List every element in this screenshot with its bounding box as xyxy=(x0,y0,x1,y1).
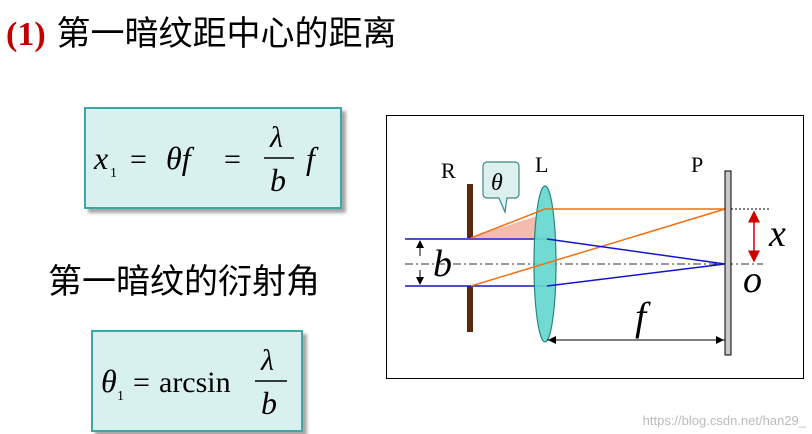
formula2-b: b xyxy=(261,385,277,421)
formula1-theta-f: θf xyxy=(166,140,195,176)
formula1-lambda: λ xyxy=(269,121,283,154)
formula1-x: x xyxy=(93,140,108,176)
watermark: https://blog.csdn.net/han29_ xyxy=(642,413,806,428)
formula2-theta: θ xyxy=(101,363,117,399)
label-L: L xyxy=(535,152,548,177)
formula1-b: b xyxy=(270,162,286,198)
formula1-eq2: = xyxy=(224,143,241,176)
formula2-lambda: λ xyxy=(260,344,274,377)
screen xyxy=(724,170,732,356)
diffracted-ray-lower xyxy=(470,208,726,287)
diffracted-ray-upper xyxy=(470,208,546,239)
title-text: 第一暗纹距中心的距离 xyxy=(56,14,397,54)
label-R: R xyxy=(441,158,456,183)
label-theta: θ xyxy=(491,170,503,196)
formula1-eq1: = xyxy=(130,143,147,176)
converging-ray-bottom xyxy=(546,263,726,287)
label-P: P xyxy=(691,152,703,177)
formula-distance-box: x 1 = θf = λ b f xyxy=(84,107,342,209)
formula1-f: f xyxy=(306,140,319,176)
diffraction-diagram: θ R L P b x o f xyxy=(386,115,804,379)
formula2-sub: 1 xyxy=(117,389,124,404)
formula2-arcsin: arcsin xyxy=(159,366,231,399)
label-o: o xyxy=(743,259,762,301)
converging-ray-top xyxy=(546,238,726,265)
label-f: f xyxy=(635,294,651,339)
slit-plate-top xyxy=(467,184,473,238)
page-title: (1) 第一暗纹距中心的距离 xyxy=(6,14,396,55)
formula1-sub: 1 xyxy=(110,166,117,181)
theta-callout xyxy=(482,161,520,215)
label-b: b xyxy=(433,243,452,285)
formula2-eq: = xyxy=(133,366,150,399)
slit-plate-bottom xyxy=(467,286,473,332)
diffraction-angle-label: 第一暗纹的衍射角 xyxy=(48,262,320,302)
section-number: (1) xyxy=(6,16,46,53)
label-x: x xyxy=(768,213,786,255)
formula-angle-box: θ 1 = arcsin λ b xyxy=(91,330,303,432)
